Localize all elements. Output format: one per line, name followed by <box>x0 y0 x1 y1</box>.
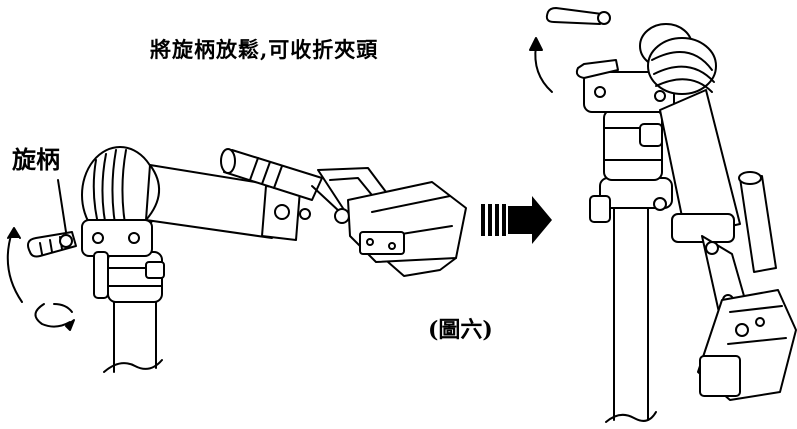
rotary-knob <box>27 231 77 258</box>
stand-post <box>103 299 163 373</box>
folded-post <box>605 199 657 423</box>
handle-pointer-line <box>57 179 67 233</box>
spin-arrow <box>34 303 73 328</box>
arm-end-block <box>261 185 311 241</box>
folded-arm-tube <box>659 89 741 243</box>
clamp-jaw <box>347 181 467 277</box>
folded-rotation-arrow-head <box>529 37 543 51</box>
folded-lower-collar <box>589 177 673 223</box>
folded-drum <box>639 23 717 95</box>
rotation-arrow <box>6 231 23 303</box>
instruction-caption: 將旋柄放鬆,可收折夾頭 <box>150 37 379 62</box>
rotating-head <box>81 146 159 299</box>
spin-arrow-head <box>65 319 75 331</box>
folded-knobs <box>545 7 619 79</box>
handle-label: 旋柄 <box>12 145 60 174</box>
post-collar <box>107 251 165 303</box>
folded-stand <box>529 7 797 423</box>
figure-label: (圖六) <box>428 317 493 343</box>
folded-head <box>583 71 675 181</box>
rotation-arrow-head <box>7 227 21 239</box>
folded-grip <box>738 171 777 273</box>
grip-handle <box>220 148 341 213</box>
folded-clamp-jaw <box>697 289 797 401</box>
folded-rotation-arrow <box>534 45 553 93</box>
extended-stand <box>6 146 467 373</box>
transition-arrow <box>481 196 552 244</box>
